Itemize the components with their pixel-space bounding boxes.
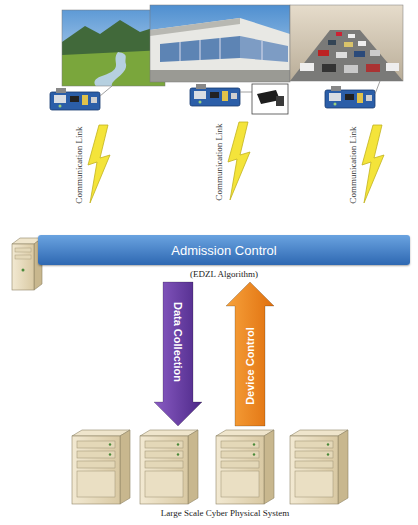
server-cabinets (72, 430, 348, 504)
admission-band: Admission Control (EDZL Algorithm) (38, 235, 410, 279)
band-bar: Admission Control (38, 235, 410, 265)
traffic-photo (290, 5, 403, 81)
landscape-photo (62, 10, 165, 86)
arrow-label: Device Control (244, 327, 256, 405)
data-collection-arrow (154, 282, 202, 426)
algorithm-note: (EDZL Algorithm) (38, 265, 410, 279)
system-group: Large Scale Cyber Physical System (60, 428, 390, 518)
arrow-label: Data Collection (172, 302, 184, 382)
lightning-bolts (88, 122, 384, 203)
group-caption: Large Scale Cyber Physical System (60, 508, 390, 518)
link-label: Communication Link (214, 123, 224, 200)
link-label: Communication Link (74, 126, 84, 203)
sensor-boards (50, 81, 380, 110)
link-label: Communication Link (348, 126, 358, 203)
band-title: Admission Control (171, 243, 277, 258)
camera-icon (252, 84, 288, 114)
device-control-arrow (226, 282, 274, 426)
building-photo (150, 5, 290, 82)
